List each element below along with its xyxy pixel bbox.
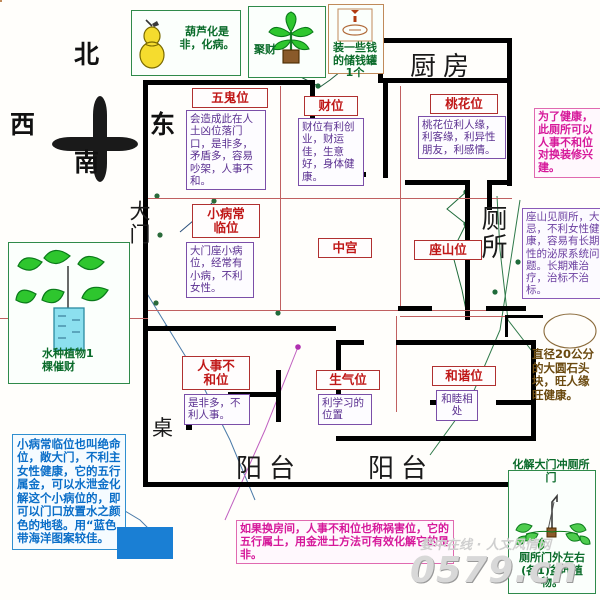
tip-text-money-plant: 聚财 <box>254 43 276 56</box>
position-desc-xiaobing: 大门座小病位，经常有小病，不利女性。 <box>186 242 254 298</box>
compass-north: 北 <box>74 40 100 69</box>
door-toilet-plant-icon <box>515 493 591 551</box>
wall-segment <box>336 340 364 345</box>
watermark-sub: 婺中在线 · 人文风情网 <box>420 538 551 553</box>
wall-guide <box>148 310 512 312</box>
tip-text-gourd: 葫芦化是非，化病。 <box>179 25 235 51</box>
room-label-table: 桌 <box>152 416 173 440</box>
position-title-zuoshan: 座山位 <box>414 240 482 260</box>
wall-segment <box>405 180 469 185</box>
blue-carpet-swatch <box>117 527 173 559</box>
note-renshi-fix: 如果换房间，人事不和位也称祸害位，它的五行属土，用金泄土方法可有效化解它的是非。 <box>236 520 454 565</box>
room-label-kitchen: 厨房 <box>410 52 477 82</box>
position-title-caiwei: 财位 <box>304 96 358 116</box>
tip-box-piggy-bank-frame <box>328 4 384 74</box>
wall-segment <box>398 306 432 311</box>
wall-segment <box>228 392 280 397</box>
wall-segment <box>143 80 148 332</box>
wall-segment <box>143 80 315 85</box>
note-toilet-swap: 为了健康，此厕所可以人事不和位对换装修兴建。 <box>534 108 600 178</box>
room-label-balcony-left: 阳台 <box>236 454 303 484</box>
position-title-hexie: 和谐位 <box>432 366 496 386</box>
compass-west: 西 <box>10 110 36 139</box>
gourd-icon <box>139 19 165 69</box>
wall-guide <box>396 316 398 412</box>
plant-icon <box>268 11 314 64</box>
tip-text-door-toilet-title: 化解大门冲厕所门 <box>512 458 590 484</box>
wall-segment <box>505 315 508 337</box>
position-desc-shengqi: 利学习的位置 <box>318 394 372 425</box>
wall-segment <box>336 436 536 441</box>
room-label-maindoor: 大门 <box>127 200 151 246</box>
room-label-toilet: 厕所 <box>477 205 507 261</box>
note-zuoshan-toilet: 座山见厕所，大忌，不利女性健康，容易有长期性的泌尿系统问题。长期难治疗，治标不治… <box>522 208 600 300</box>
tip-text-piggy-bank: 装一些钱的储钱罐1个 <box>333 41 377 80</box>
wall-segment <box>487 180 492 210</box>
wall-segment <box>143 326 148 486</box>
wall-segment <box>487 180 512 185</box>
note-xiaobing-fix: 小病常临位也叫绝命位，敞大门，不利主女性健康，它的五行属金，可以水泄金化解这个小… <box>12 434 126 550</box>
wall-segment <box>507 78 512 186</box>
wall-segment <box>383 78 388 178</box>
position-desc-hexie: 和睦相处 <box>436 390 478 421</box>
wall-segment <box>378 38 512 43</box>
wall-guide <box>400 86 402 311</box>
position-title-wugui: 五鬼位 <box>192 88 268 108</box>
room-label-balcony-right: 阳台 <box>368 454 435 484</box>
tip-text-door-toilet-body: 厕所门外左右(各1)盆叶植物。 <box>519 551 585 590</box>
wall-segment <box>143 482 536 487</box>
piggy-bank-icon <box>337 8 373 42</box>
wall-segment <box>396 340 536 345</box>
wall-segment <box>148 326 336 331</box>
wall-guide <box>400 316 518 318</box>
compass-rose <box>52 96 148 192</box>
compass-needle-horizontal <box>52 137 138 151</box>
wall-segment <box>496 400 536 405</box>
tip-box-piggy-bank <box>0 0 2 2</box>
wall-segment <box>378 78 512 83</box>
compass-east: 东 <box>150 110 176 139</box>
wall-segment <box>276 326 281 328</box>
position-desc-caiwei: 财位有利创业，财运佳，生意好，身体健康。 <box>298 118 364 186</box>
position-title-xiaobing: 小病常 临位 <box>192 204 260 238</box>
position-title-shengqi: 生气位 <box>316 370 380 390</box>
wall-segment <box>531 340 536 440</box>
wall-segment <box>486 306 526 311</box>
water-plant-icon <box>15 249 109 351</box>
watermark-site: 0579.cn <box>410 550 578 591</box>
position-desc-renshi: 是非多，不利人事。 <box>184 394 250 425</box>
note-stone: 直径20公分的大圆石头块，旺人缘旺健康。 <box>532 347 595 402</box>
position-title-taohua: 桃花位 <box>430 94 498 114</box>
compass-south: 南 <box>74 148 100 177</box>
wall-guide <box>280 86 282 311</box>
wall-segment <box>507 38 512 82</box>
position-desc-taohua: 桃花位利人缘，利客缘，利异性朋友，利感情。 <box>418 116 506 160</box>
wall-guide <box>148 198 512 200</box>
position-desc-wugui: 会造成此在人土凶位落门口，是非多，矛盾多，容易吵架，人事不和。 <box>186 110 266 191</box>
position-title-renshi: 人事不 和位 <box>182 356 250 390</box>
wall-segment <box>505 315 543 318</box>
tip-text-water-plant: 水种植物1棵催财 <box>42 347 94 373</box>
position-title-zhonggong: 中宫 <box>318 238 372 258</box>
